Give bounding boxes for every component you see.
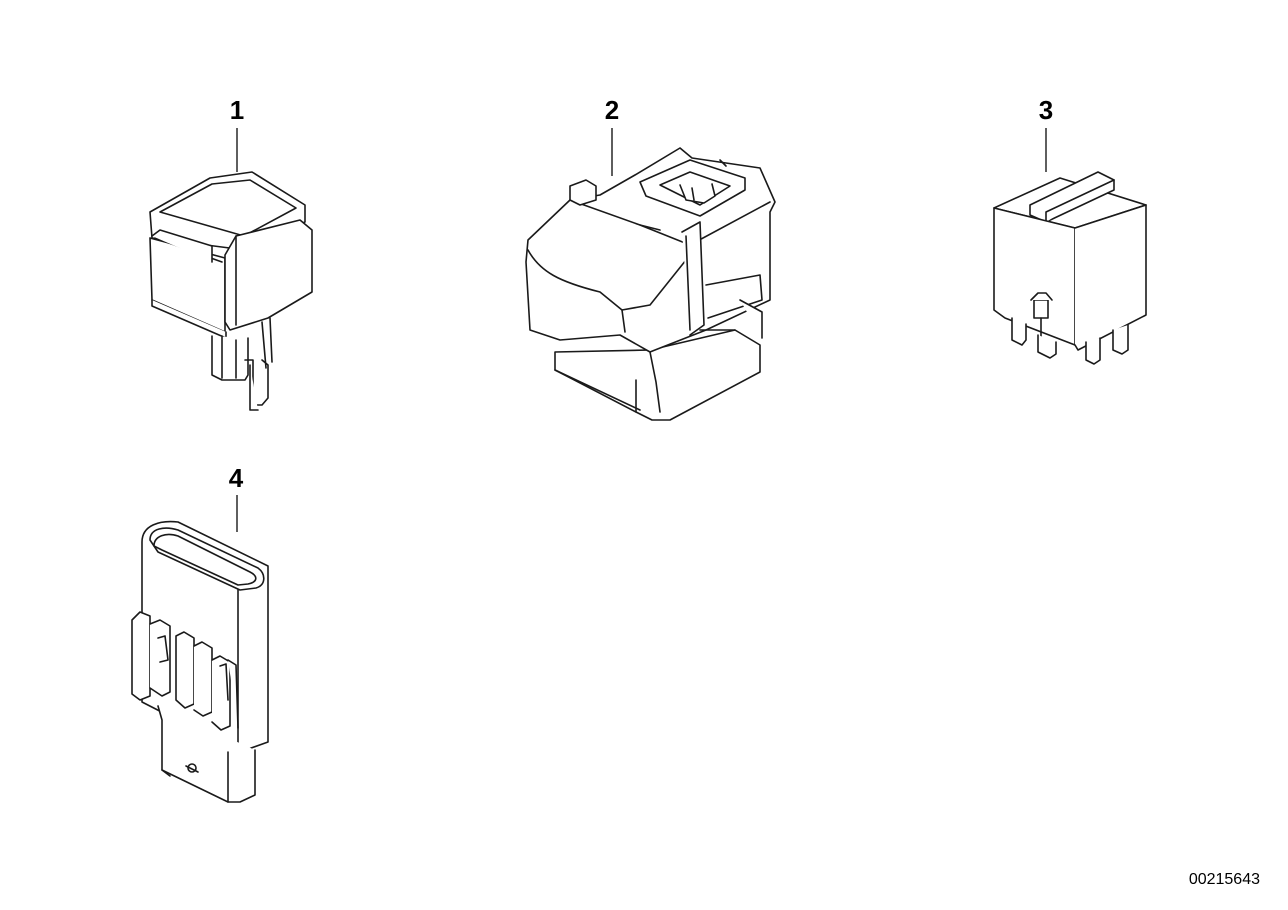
part-4-connector bbox=[131, 520, 269, 803]
part-3-relay bbox=[993, 171, 1147, 365]
callout-number-4: 4 bbox=[229, 463, 244, 493]
diagram-id: 00215643 bbox=[1189, 871, 1260, 888]
callout-number-2: 2 bbox=[605, 95, 619, 125]
part-1-relay bbox=[149, 171, 313, 411]
part-2-module bbox=[525, 147, 776, 421]
callout-number-3: 3 bbox=[1039, 95, 1053, 125]
leader-lines bbox=[236, 128, 1047, 532]
callout-number-1: 1 bbox=[230, 95, 244, 125]
